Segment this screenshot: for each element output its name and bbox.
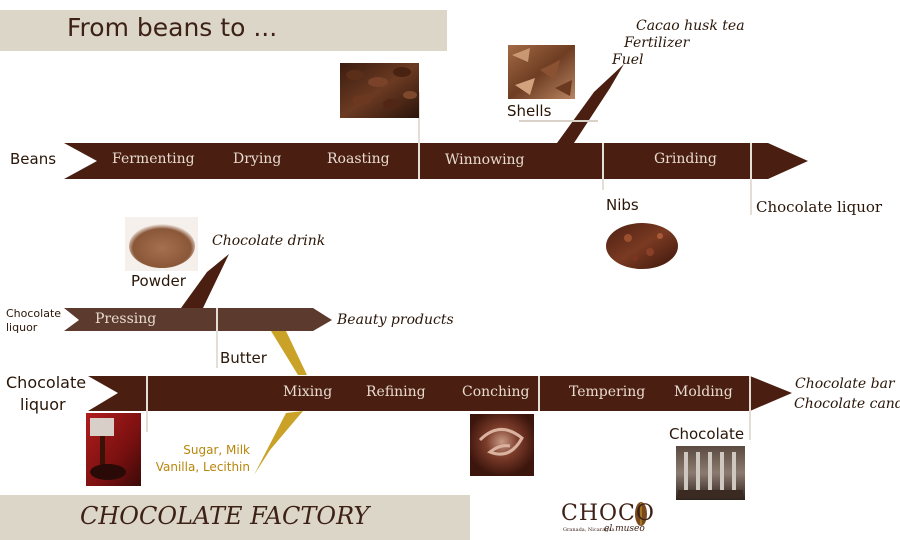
- conching-swirl-photo: [470, 414, 534, 476]
- stage-pressing: Pressing: [95, 311, 157, 327]
- ingredients-line2: Vanilla, Lecithin: [155, 460, 250, 474]
- liquor-pour-photo: [86, 413, 141, 486]
- shells-photo: [508, 45, 575, 99]
- stage-fermenting: Fermenting: [112, 151, 195, 167]
- beans-label: Beans: [10, 150, 57, 168]
- stage-molding: Molding: [674, 384, 733, 400]
- footer-banner: [0, 495, 470, 540]
- chocolate-bar-label: Chocolate bar: [795, 376, 895, 392]
- logo-location: Granada, Nicaragua: [563, 527, 615, 533]
- stage-mixing: Mixing: [283, 384, 333, 400]
- byproduct-fertilizer: Fertilizer: [624, 35, 690, 51]
- butter-gold-connector: [271, 331, 307, 375]
- butter-label: Butter: [220, 349, 267, 367]
- beauty-products-label: Beauty products: [337, 312, 454, 328]
- row3-arrow: [88, 376, 792, 411]
- powder-label: Powder: [131, 272, 186, 290]
- stage-grinding: Grinding: [654, 151, 717, 167]
- logo-subtitle: el museo: [604, 524, 645, 534]
- roasted-beans-photo: [340, 63, 419, 118]
- row2-arrow: [64, 308, 332, 331]
- stage-roasting: Roasting: [327, 151, 390, 167]
- page-title: From beans to ...: [67, 13, 278, 42]
- shells-branch-arrow: [557, 64, 624, 143]
- stage-refining: Refining: [366, 384, 426, 400]
- nibs-photo: [606, 216, 679, 270]
- molding-machine-photo: [676, 446, 745, 500]
- byproduct-husk-tea: Cacao husk tea: [636, 18, 745, 34]
- stage-winnowing: Winnowing: [445, 152, 525, 168]
- nibs-label: Nibs: [606, 196, 639, 214]
- stage-drying: Drying: [233, 151, 282, 167]
- choco-logo: CHOCO: [561, 501, 655, 526]
- chocolate-candy-label: Chocolate candy: [794, 396, 900, 412]
- stage-tempering: Tempering: [569, 384, 646, 400]
- row2-start-line1: Chocolate: [6, 307, 62, 320]
- ingredients-gold-arrow: [254, 411, 303, 475]
- row3-start-line1: Chocolate: [6, 373, 87, 392]
- chocolate-liquor-output: Chocolate liquor: [756, 198, 883, 216]
- cacao-pod-logo-icon: [635, 502, 647, 526]
- row3-start-line2: liquor: [20, 395, 66, 414]
- ingredients-line1: Sugar, Milk: [183, 443, 250, 457]
- chocolate-drink-label: Chocolate drink: [212, 233, 326, 249]
- chocolate-label: Chocolate: [669, 425, 745, 443]
- cocoa-powder-photo: [125, 217, 198, 271]
- byproduct-fuel: Fuel: [612, 52, 644, 68]
- row2-start-line2: liquor: [6, 321, 38, 334]
- shells-label: Shells: [507, 102, 552, 120]
- stage-conching: Conching: [462, 384, 530, 400]
- row1-arrow: [64, 143, 808, 179]
- footer-title: CHOCOLATE FACTORY: [80, 502, 370, 530]
- powder-branch-arrow: [181, 254, 229, 308]
- title-banner: [0, 10, 447, 51]
